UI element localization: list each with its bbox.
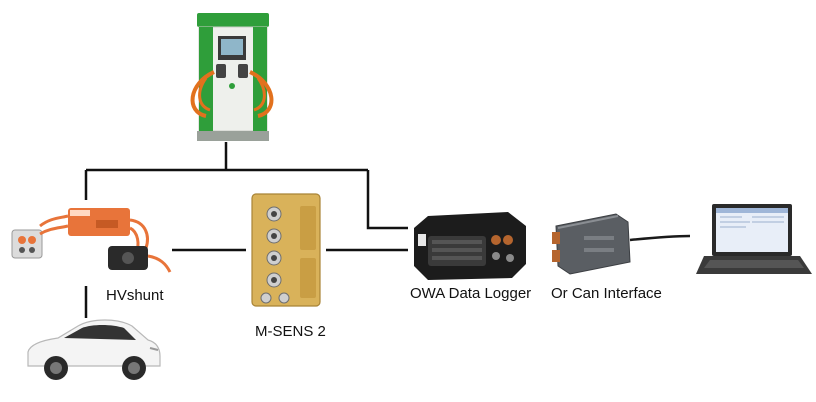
line-bus-to-logger	[366, 170, 408, 230]
ev-charger-icon	[190, 13, 274, 141]
m-sens-module-icon	[251, 193, 321, 307]
msens-label: M-SENS 2	[255, 323, 326, 340]
data-logger-icon	[414, 212, 526, 280]
car-icon	[27, 319, 161, 380]
can-interface-icon	[552, 213, 691, 275]
can-interface-label: Or Can Interface	[551, 285, 662, 302]
connection-lines	[84, 142, 408, 318]
laptop-icon	[696, 204, 812, 274]
logger-label: OWA Data Logger	[410, 285, 532, 302]
hv-shunt-icon	[11, 208, 172, 273]
hvshunt-label: HVshunt	[106, 287, 164, 304]
